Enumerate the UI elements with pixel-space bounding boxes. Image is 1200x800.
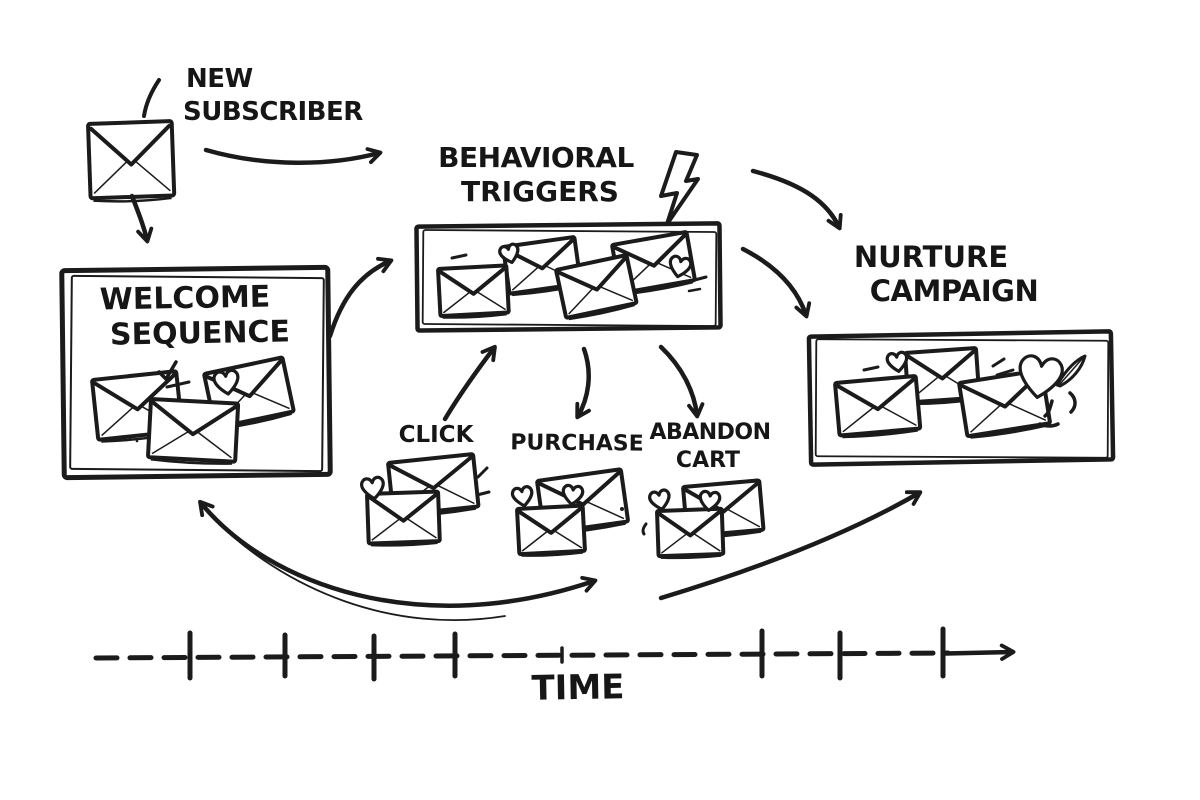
heart-icon xyxy=(647,487,673,513)
pen-flick-stroke xyxy=(1043,399,1054,418)
new-subscriber-label-line1: NEW xyxy=(186,64,253,94)
excitement-mark xyxy=(475,490,491,497)
new-subscriber-label-line2: SUBSCRIBER xyxy=(183,97,363,127)
timeline-arrow xyxy=(943,643,1016,661)
behavioral-triggers-label-line2: TRIGGERS xyxy=(461,175,619,208)
lightning-bolt-icon xyxy=(659,150,700,226)
ink-speck xyxy=(135,439,139,443)
envelope-icon xyxy=(145,397,241,467)
envelope-icon xyxy=(833,374,923,441)
purchase-envelopes xyxy=(510,467,631,559)
arrow-nurture-campaign-welcome-sequence-loop xyxy=(198,499,598,608)
envelope-icon xyxy=(515,504,587,559)
excitement-mark xyxy=(995,368,1015,377)
pen-flick-stroke xyxy=(1038,422,1060,428)
excitement-mark xyxy=(476,466,489,479)
nurture-campaign-box xyxy=(806,329,1116,467)
arrow-click-to-behavioral-triggers xyxy=(442,344,497,422)
arrow-to-nurture-campaign-bottom xyxy=(658,490,923,601)
ink-speck xyxy=(620,507,624,511)
timeline-dashed-line xyxy=(93,650,951,661)
envelope-icon xyxy=(655,507,725,561)
nurture-campaign-label-line2: CAMPAIGN xyxy=(869,274,1039,308)
nurture-campaign-label-line1: NURTURE xyxy=(853,240,1009,274)
arrow-behavioral-triggers-to-nurture-campaign-upper xyxy=(750,168,843,231)
check-squiggle xyxy=(157,360,178,381)
arrow-behavioral-triggers-to-purchase xyxy=(575,346,591,420)
pen-flick-stroke xyxy=(641,522,648,536)
pen-flick-stroke xyxy=(1068,391,1077,414)
arrow-behavioral-triggers-to-abandon-cart xyxy=(658,344,705,419)
timeline-label: TIME xyxy=(531,667,625,709)
dash-mark xyxy=(165,380,191,389)
sketch-echo-stroke xyxy=(209,514,506,622)
timeline xyxy=(93,626,1016,682)
dash-mark xyxy=(862,365,880,372)
abandon-cart-label-line1: ABANDON xyxy=(649,420,771,445)
welcome-sequence-label-line2: SEQUENCE xyxy=(109,314,291,353)
ink-speck xyxy=(128,435,132,439)
envelope-icon xyxy=(436,263,511,321)
click-label: CLICK xyxy=(398,422,474,448)
welcome-sequence-box xyxy=(59,264,333,481)
arrow-new-subscriber-to-welcome-sequence xyxy=(129,193,154,244)
dash-mark xyxy=(450,253,468,260)
new-subscriber-envelope-icon xyxy=(88,121,174,202)
click-envelopes xyxy=(359,452,491,548)
abandon-cart-envelopes xyxy=(641,478,766,561)
arrow-welcome-sequence-to-behavioral-triggers xyxy=(327,256,394,339)
abandon-cart-label-line2: CART xyxy=(675,448,741,473)
envelope-icon xyxy=(365,489,442,548)
heart-icon xyxy=(510,484,536,509)
pen-flick-stroke xyxy=(142,78,161,118)
arrow-behavioral-triggers-to-nurture-campaign-lower xyxy=(740,246,812,319)
excitement-mark xyxy=(991,357,1006,368)
arrow-new-subscriber-to-behavioral-triggers xyxy=(203,147,383,165)
leaf-stem xyxy=(1059,358,1083,385)
dash-mark xyxy=(689,275,708,283)
behavioral-triggers-label-line1: BEHAVIORAL xyxy=(438,141,634,174)
behavioral-triggers-box xyxy=(414,221,723,333)
welcome-sequence-label-line1: WELCOME xyxy=(99,279,271,318)
dash-mark xyxy=(687,287,702,293)
